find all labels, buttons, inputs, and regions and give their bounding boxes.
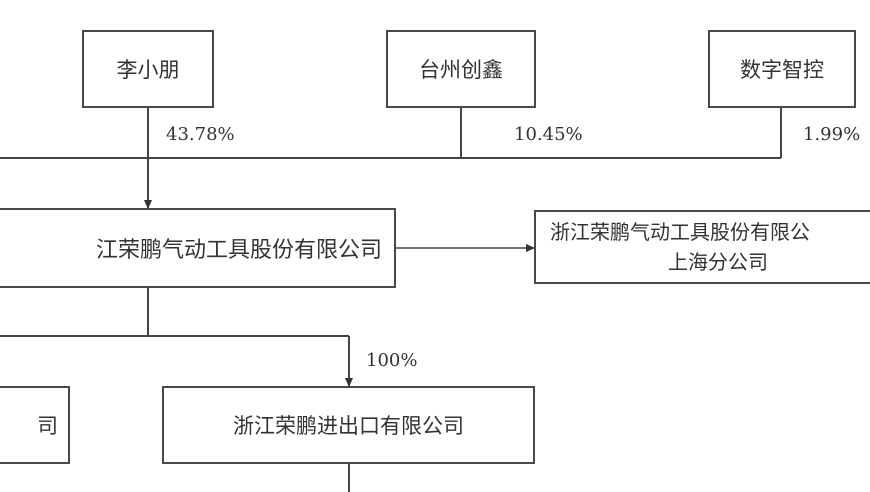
shareholder-name-2: 台州创鑫 bbox=[419, 58, 503, 82]
branch-name-line2: 上海分公司 bbox=[668, 250, 768, 274]
shareholder-name-1: 李小朋 bbox=[116, 58, 180, 82]
share-label-subsidiary: 100% bbox=[366, 350, 418, 371]
share-label-1: 43.78% bbox=[166, 124, 235, 145]
company-box: 江荣鹏气动工具股份有限公司 bbox=[0, 208, 396, 288]
shareholder-name-3: 数字智控 bbox=[740, 58, 824, 82]
subsidiary-name-2: 浙江荣鹏进出口有限公司 bbox=[233, 414, 464, 438]
branch-box: 浙江荣鹏气动工具股份有限公 上海分公司 bbox=[534, 210, 870, 284]
subsidiary-box-2: 浙江荣鹏进出口有限公司 bbox=[162, 386, 535, 464]
subsidiary-box-1: 司 bbox=[0, 386, 70, 464]
shareholder-box-3: 数字智控 bbox=[708, 30, 856, 108]
shareholder-box-2: 台州创鑫 bbox=[386, 30, 536, 108]
share-label-2: 10.45% bbox=[514, 124, 583, 145]
shareholder-box-1: 李小朋 bbox=[82, 30, 214, 108]
branch-name-line1: 浙江荣鹏气动工具股份有限公 bbox=[550, 220, 810, 244]
share-label-3: 1.99% bbox=[803, 124, 861, 145]
company-name: 江荣鹏气动工具股份有限公司 bbox=[95, 238, 382, 263]
subsidiary-name-1: 司 bbox=[37, 414, 58, 438]
